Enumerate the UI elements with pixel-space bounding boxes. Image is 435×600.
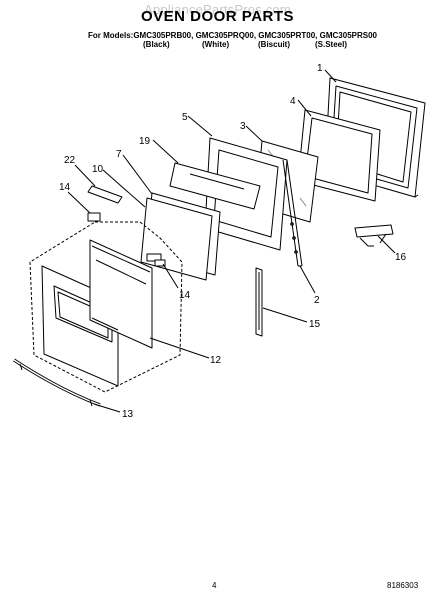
part-15-trim [255, 267, 263, 337]
part-12-outer-door [41, 239, 153, 387]
part-4-frame [297, 109, 381, 202]
color-biscuit: (Biscuit) [258, 40, 290, 49]
callout-5: 5 [182, 112, 188, 123]
color-black: (Black) [143, 40, 170, 49]
callout-1: 1 [317, 63, 323, 74]
leader-lines [67, 69, 396, 413]
callout-15: 15 [309, 319, 321, 330]
page-number: 4 [212, 581, 217, 590]
part-13-handle [13, 358, 101, 407]
models-line: For Models:GMC305PRB00, GMC305PRQ00, GMC… [88, 31, 377, 40]
color-white: (White) [202, 40, 230, 49]
part-14-clip-left [87, 212, 101, 222]
part-22-bracket [87, 185, 123, 204]
page-title: OVEN DOOR PARTS [140, 8, 295, 25]
callout-13: 13 [122, 409, 134, 420]
callout-3: 3 [240, 121, 246, 132]
document-number: 8186303 [387, 581, 419, 590]
callout-16: 16 [395, 252, 407, 263]
part-19-baffle [169, 162, 261, 210]
callout-labels: 1 4 5 3 19 7 22 10 14 16 14 2 15 12 13 [59, 63, 407, 420]
callout-14-center: 14 [179, 290, 191, 301]
callout-10: 10 [92, 164, 104, 175]
part-16-hinge [354, 224, 394, 247]
watermark: AppliancePartsPros.com [144, 2, 291, 17]
door-assembly-outline [29, 221, 183, 393]
callout-4: 4 [290, 96, 296, 107]
callout-2: 2 [314, 295, 320, 306]
callout-12: 12 [210, 355, 222, 366]
callout-14-left: 14 [59, 182, 71, 193]
callout-19: 19 [139, 136, 151, 147]
part-14-clip-center [146, 253, 166, 267]
color-stainless: (S.Steel) [315, 40, 348, 49]
callout-7: 7 [116, 149, 122, 160]
callout-22: 22 [64, 155, 76, 166]
